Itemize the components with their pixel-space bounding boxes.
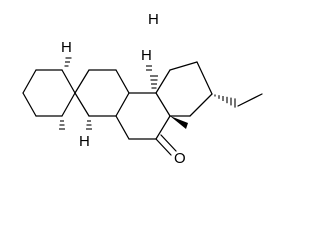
steroid-skeletal-structure: O: [22, 11, 263, 167]
c8-hydrogen-label: H: [148, 11, 159, 28]
carbonyl-group: O: [155, 134, 186, 167]
c14-hydrogen-label: H: [141, 47, 152, 64]
ring-d-bonds: [155, 61, 213, 117]
c9-hydrogen-label: H: [79, 133, 90, 150]
c5-hydrogen-label: H: [61, 39, 72, 56]
ring-c-bonds: [115, 92, 171, 140]
c17-ethyl-hashed-bond: [214, 94, 236, 108]
c9-lower-h-hashed-bond: [86, 120, 92, 130]
ethyl-group: [237, 93, 263, 107]
ring-a-bonds: [22, 69, 76, 117]
c8-h-hashed-bond: [150, 75, 158, 89]
c13-methyl-wedge: [170, 116, 188, 129]
oxygen-label: O: [174, 150, 186, 167]
ring-b-bonds: [74, 69, 130, 117]
c5-h-hashed-bond: [64, 57, 72, 67]
c10-h-hashed-bond: [59, 120, 65, 130]
c9-h-hashed-bond: [146, 65, 152, 71]
stereo-bonds: [59, 57, 236, 130]
hydrogen-labels: H H H H: [61, 11, 159, 150]
